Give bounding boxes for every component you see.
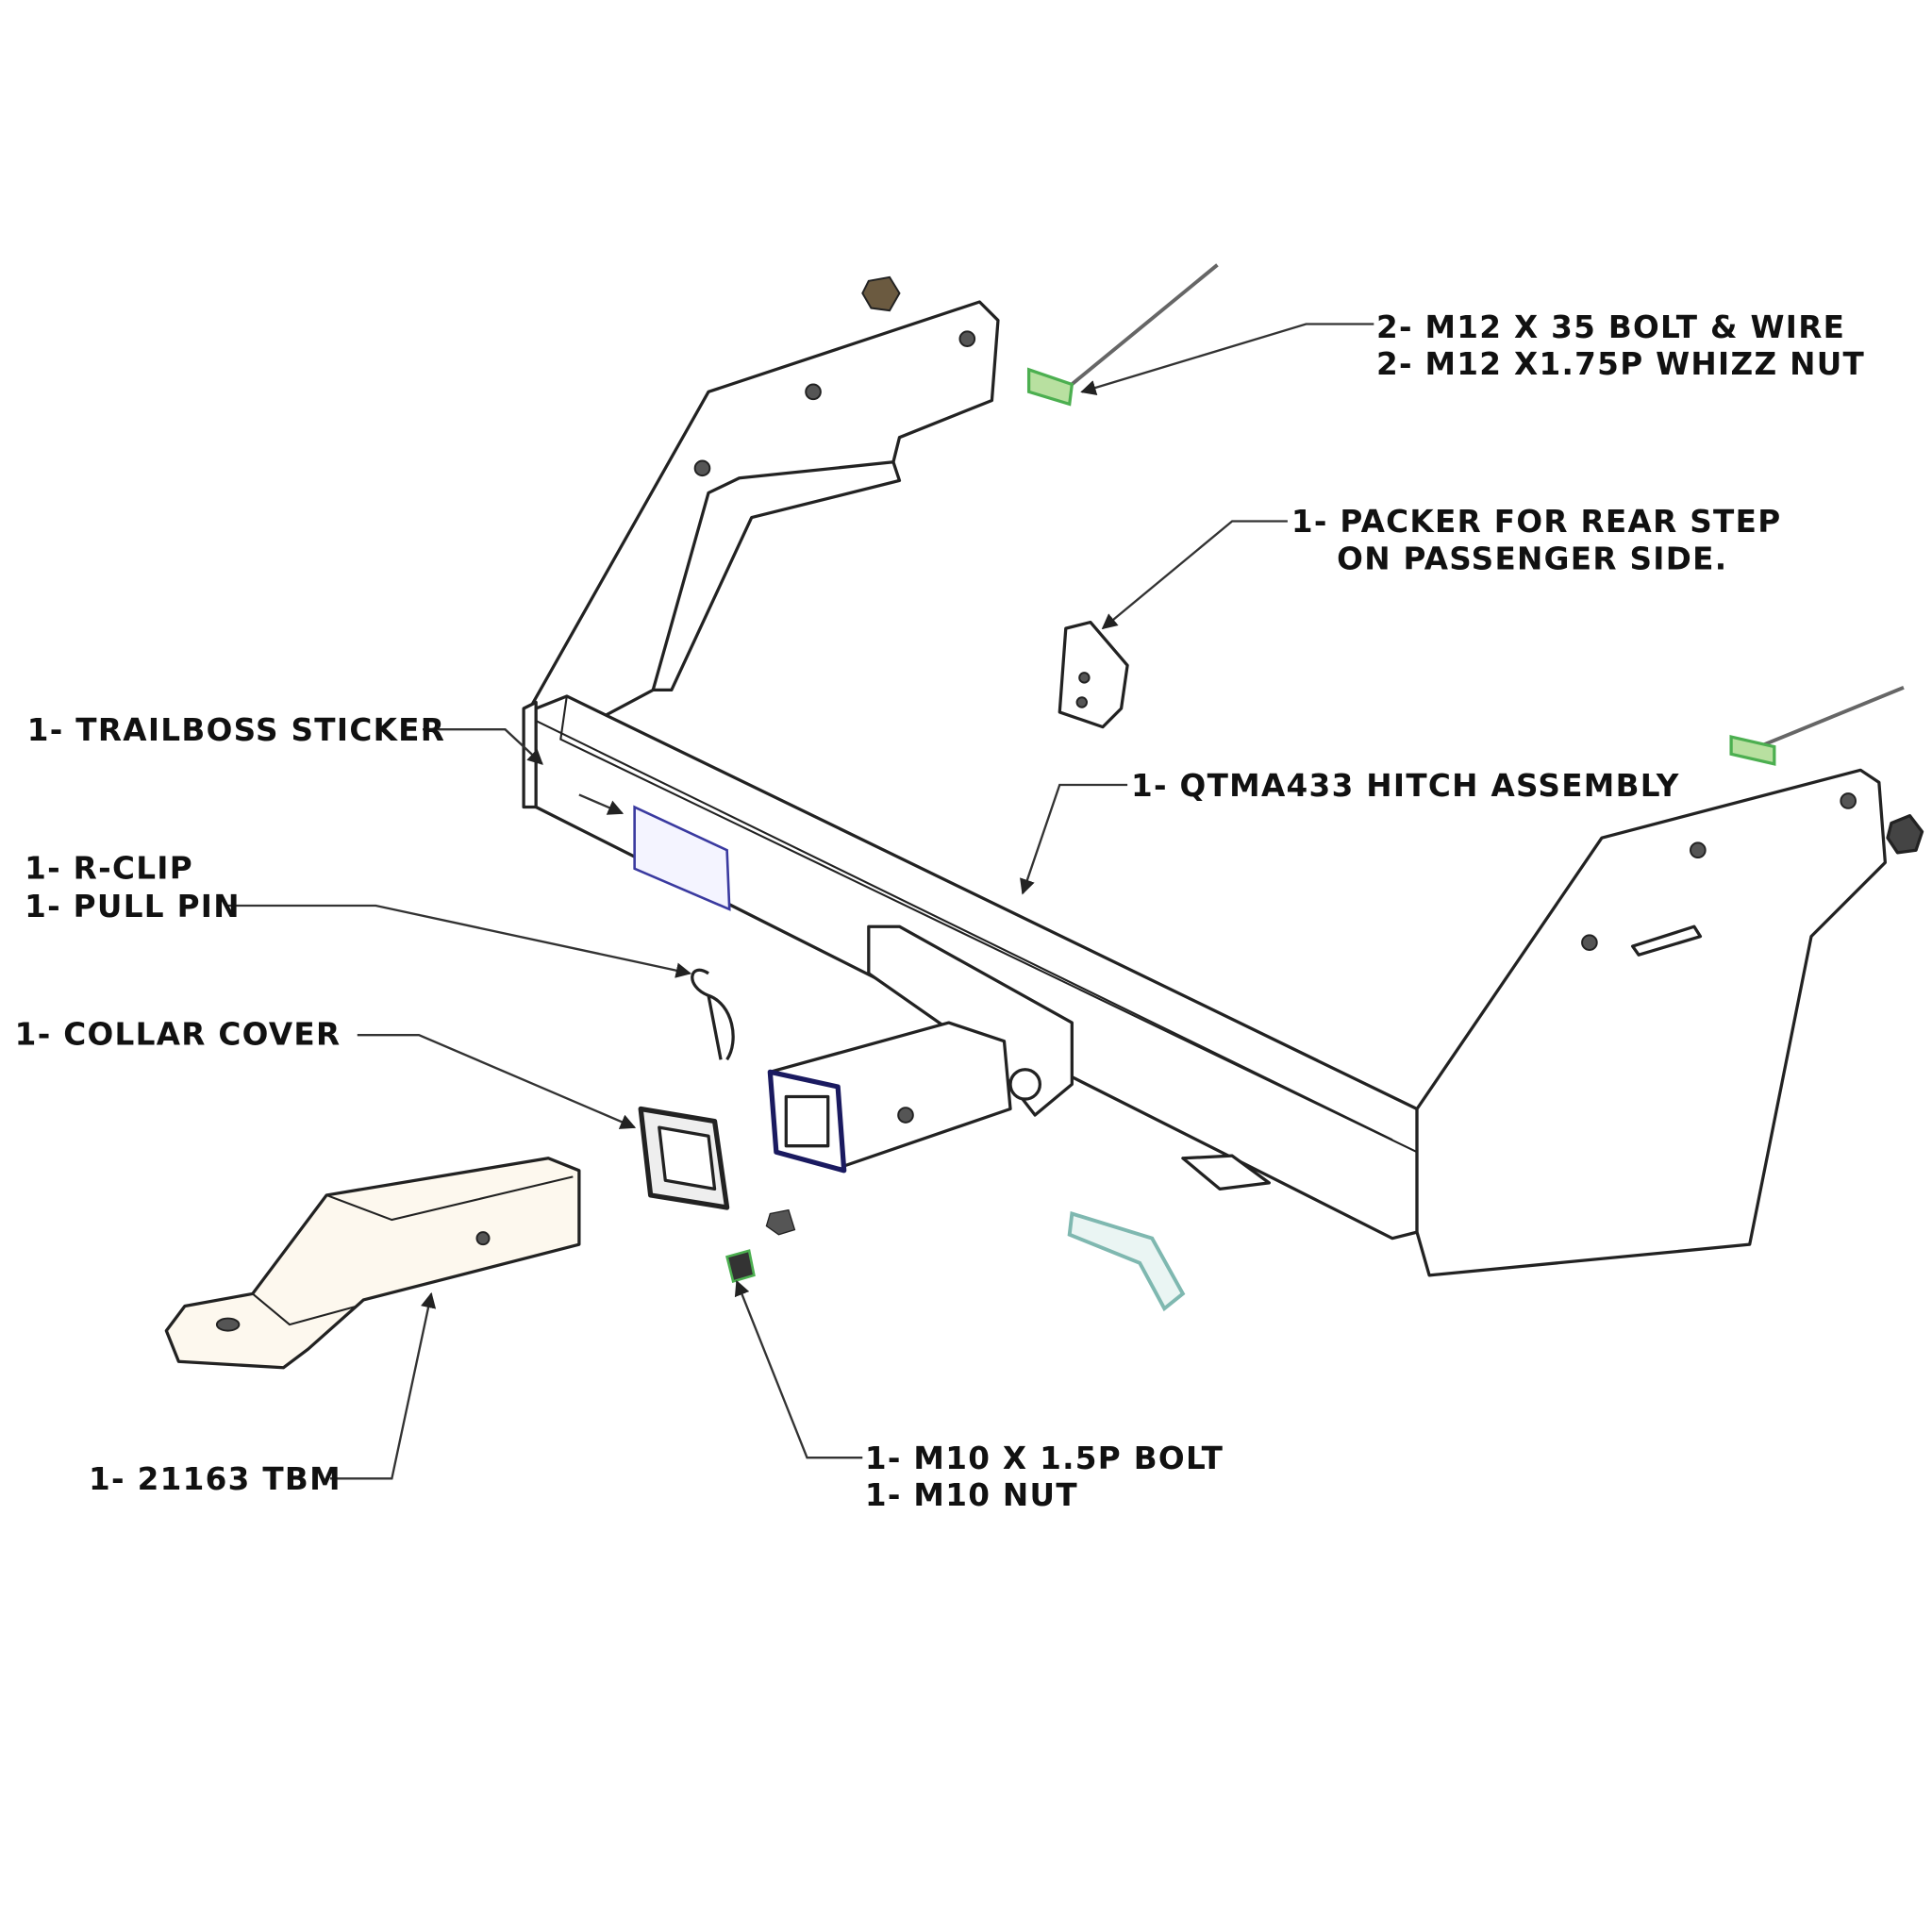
left-mounting-bracket — [522, 300, 1000, 809]
leader-line-bolt-wire — [1080, 323, 1374, 395]
label-tbm: 1- 21163 TBM — [89, 1461, 341, 1497]
receiver-tube — [767, 924, 1074, 1174]
label-trailboss-sticker: 1- TRAILBOSS STICKER — [27, 712, 446, 748]
leader-line-tbm — [330, 1291, 437, 1480]
label-packer: 1- PACKER FOR REAR STEP — [1291, 504, 1782, 540]
label-pull-pin: 1- PULL PIN — [25, 889, 241, 924]
tow-ball-mount — [164, 1157, 581, 1370]
pull-pin — [1067, 1210, 1186, 1312]
label-m10-nut: 1- M10 NUT — [865, 1477, 1078, 1513]
safety-chain-tab — [1181, 1154, 1271, 1191]
leader-line-trailboss-sticker — [422, 728, 543, 765]
right-mounting-bracket — [1415, 768, 1924, 1277]
label-packer-line2: ON PASSENGER SIDE. — [1337, 541, 1727, 576]
bolt-and-wire-top — [1026, 263, 1219, 407]
bolt-and-wire-right — [1729, 686, 1905, 766]
label-collar-cover: 1- COLLAR COVER — [15, 1017, 341, 1053]
r-clip — [691, 968, 735, 1061]
label-bolt-wire: 2- M12 X 35 BOLT & WIRE — [1376, 309, 1845, 345]
label-whizz-nut: 2- M12 X1.75P WHIZZ NUT — [1376, 346, 1865, 382]
collar-cover — [638, 1106, 730, 1210]
m10-bolt-icon — [725, 1249, 756, 1284]
leader-line-m10-bolt — [734, 1279, 863, 1459]
leader-line-collar-cover — [357, 1033, 637, 1129]
m10-nut-icon — [765, 1208, 796, 1236]
leader-line-pull-pin — [227, 904, 692, 978]
label-r-clip: 1- R-CLIP — [25, 850, 193, 886]
leader-line-sticker-arrow — [578, 793, 625, 815]
label-hitch-assembly: 1- QTMA433 HITCH ASSEMBLY — [1131, 768, 1680, 804]
label-m10-bolt: 1- M10 X 1.5P BOLT — [865, 1441, 1224, 1476]
leader-line-packer — [1101, 520, 1288, 630]
leader-line-hitch-assembly — [1020, 783, 1128, 895]
top-nut-icon — [861, 275, 901, 312]
trailboss-sticker — [633, 805, 731, 911]
rear-step-packer — [1058, 620, 1129, 729]
